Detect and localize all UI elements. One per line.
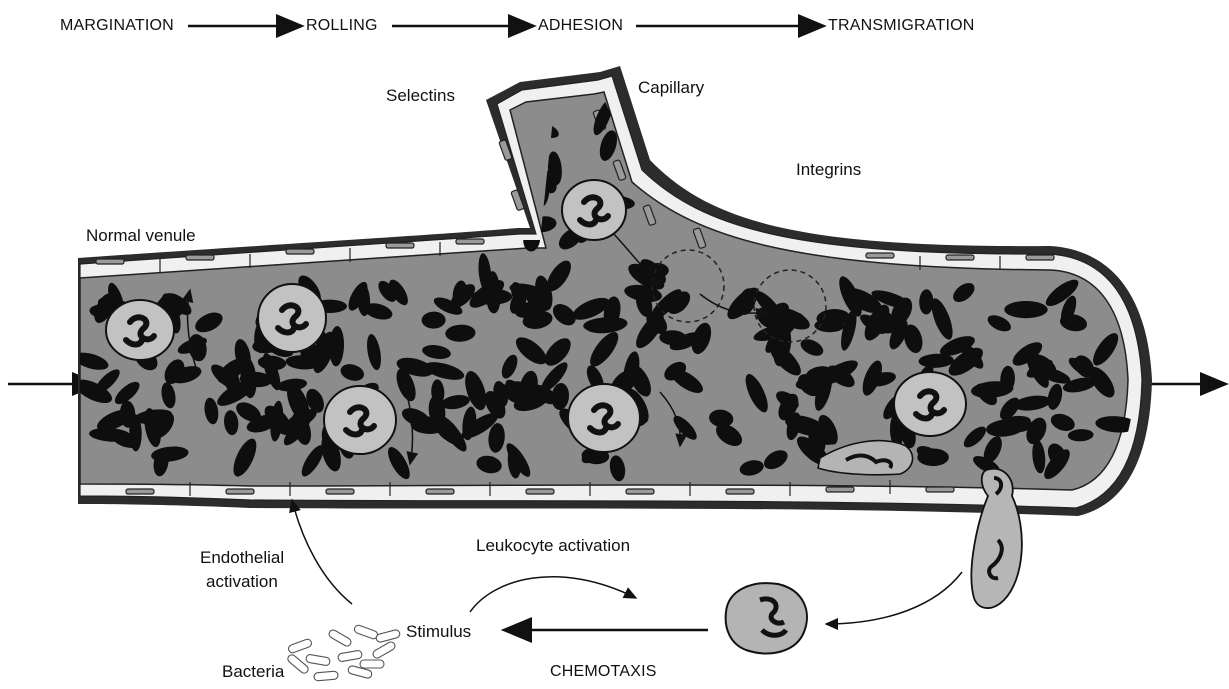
endothelial-nucleus [626,489,654,494]
leukocyte [562,180,626,240]
endothelial-nucleus [946,255,974,260]
endothelial-nucleus [926,487,954,492]
leukocyte [324,386,396,454]
endothelial-nucleus [186,255,214,260]
stage-rolling: ROLLING [306,16,378,36]
endothelial-nucleus [386,243,414,248]
stage-margination: MARGINATION [60,16,174,36]
endothelial-nucleus [526,489,554,494]
leukocyte-activation-label: Leukocyte activation [476,536,630,556]
endothelial-nucleus [426,489,454,494]
bacterium [287,638,312,654]
bacterium [337,650,362,662]
bacterium [305,654,330,666]
bacterium [328,629,353,648]
bacterium [360,660,384,668]
endothelial-nucleus [456,239,484,244]
stage-transmigration: TRANSMIGRATION [828,16,975,36]
endothelial-nucleus [726,489,754,494]
endothelial-nucleus [286,249,314,254]
bacteria-label: Bacteria [222,662,284,682]
normal-venule-label: Normal venule [86,226,196,246]
endothelial-nucleus [826,487,854,492]
leukocyte-activation-arrow [470,577,636,612]
bacteria-cluster [286,624,400,681]
endothelial-activation-label-line1: Endothelial [200,548,284,568]
endothelial-nucleus [226,489,254,494]
transmigration-to-chemotaxis-arrow [826,572,962,624]
chemotaxing-leukocyte [726,583,807,653]
chemotaxis-label: CHEMOTAXIS [550,662,657,682]
bacterium [375,629,400,643]
leukocyte [568,384,640,452]
red-blood-cell [472,289,512,305]
capillary-label: Capillary [638,78,704,98]
stimulus-label: Stimulus [406,622,471,642]
red-blood-cell [917,449,949,467]
bacterium [353,624,378,640]
bacterium [314,671,339,681]
leukocyte [894,372,966,436]
integrins-label: Integrins [796,160,861,180]
endothelial-activation-label-line2: activation [206,572,278,592]
bacterium [372,641,397,660]
endothelial-nucleus [326,489,354,494]
endothelial-nucleus [96,259,124,264]
red-blood-cell [1004,301,1047,318]
selectins-label: Selectins [386,86,455,106]
endothelial-nucleus [1026,255,1054,260]
leukocyte [258,284,326,352]
endothelial-nucleus [126,489,154,494]
endothelial-activation-arrow [292,500,352,604]
stage-adhesion: ADHESION [538,16,623,36]
leukocyte [106,300,174,360]
endothelial-nucleus [866,253,894,258]
